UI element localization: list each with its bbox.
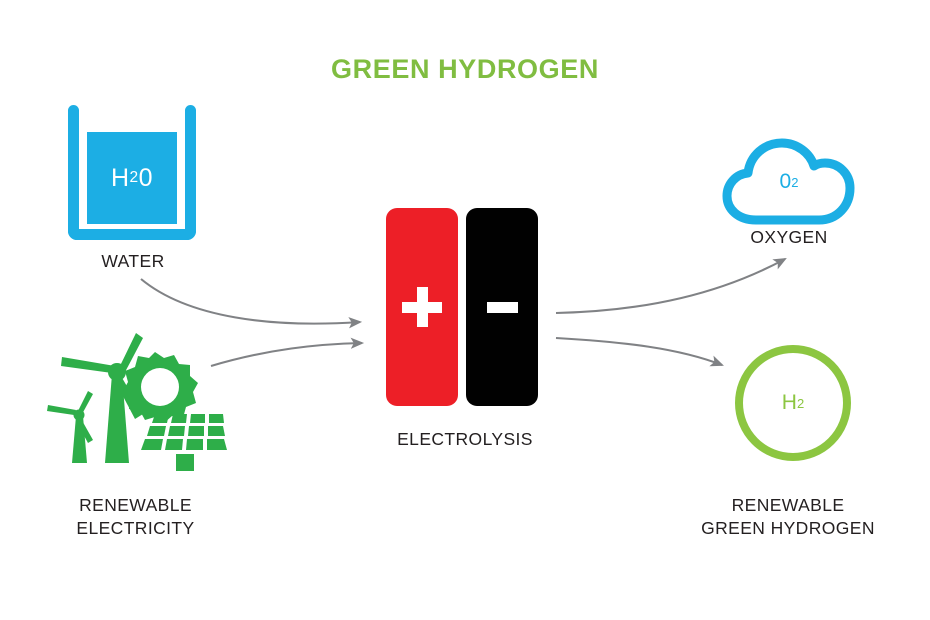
anode-electrode xyxy=(386,208,458,406)
hydrogen-circle-icon xyxy=(735,345,851,461)
h2o-formula-h: H xyxy=(110,163,130,192)
electrolysis-label: ELECTROLYSIS xyxy=(397,429,533,449)
cathode-electrode xyxy=(466,208,538,406)
h2-formula-h: H xyxy=(781,391,797,414)
electrolysis-cell-icon xyxy=(386,208,544,406)
arrow-water-to-electrolysis xyxy=(140,278,363,329)
arrow-renewable-to-electrolysis xyxy=(210,337,365,368)
plus-sign-icon xyxy=(402,287,442,327)
arrow-electrolysis-to-oxygen xyxy=(555,258,787,315)
solar-panel-icon xyxy=(141,414,227,471)
page-title: GREEN HYDROGEN xyxy=(331,54,599,84)
beaker-outline-icon xyxy=(68,105,196,240)
minus-sign-icon xyxy=(486,301,518,313)
h2o-formula-o: 0 xyxy=(138,163,154,192)
wind-turbine-small-icon xyxy=(47,391,93,463)
renewable-electricity-icon xyxy=(42,330,232,478)
arrow-electrolysis-to-hydrogen xyxy=(555,336,724,367)
water-label: WATER xyxy=(101,251,165,271)
h2-formula-subscript: 2 xyxy=(796,395,805,411)
renewable-icon-graphic xyxy=(47,333,227,471)
sun-icon xyxy=(123,352,198,423)
o2-formula-subscript: 2 xyxy=(791,174,799,190)
h2o-formula-subscript: 2 xyxy=(129,169,139,186)
oxygen-label: OXYGEN xyxy=(750,227,828,247)
renewable-green-hydrogen-label: RENEWABLE GREEN HYDROGEN xyxy=(701,495,875,538)
cloud-icon-graphic xyxy=(722,138,855,225)
o2-formula-o: 0 xyxy=(779,170,792,193)
beaker-water-fill xyxy=(87,132,177,224)
oxygen-cloud-icon xyxy=(722,136,856,228)
renewable-electricity-label: RENEWABLE ELECTRICITY xyxy=(76,495,195,538)
